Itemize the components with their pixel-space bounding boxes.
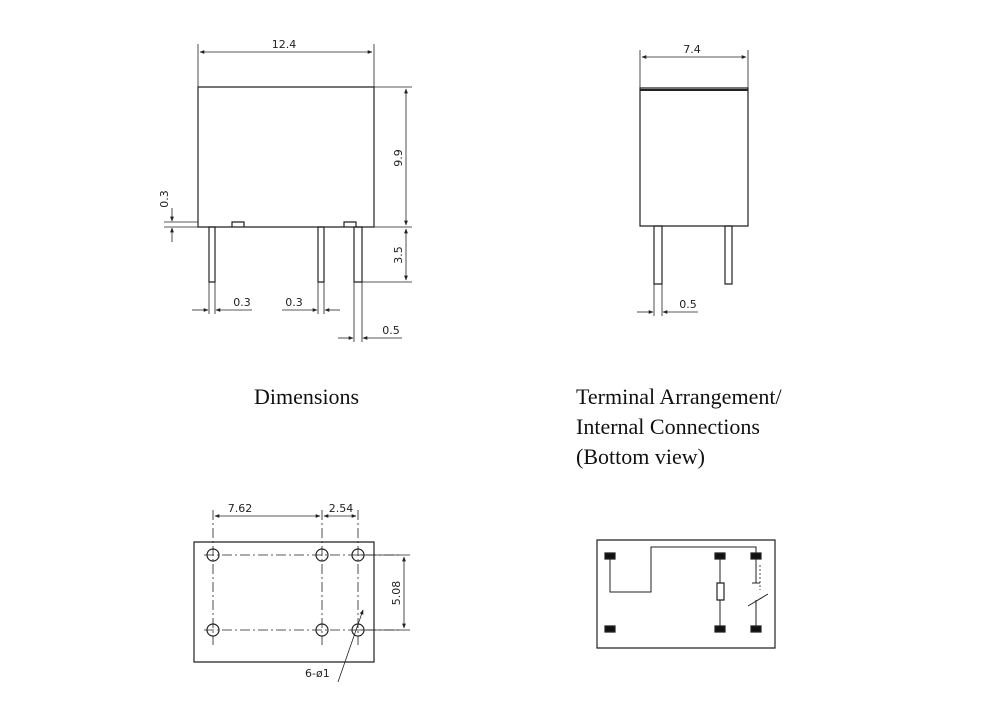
relay-body-front <box>198 87 374 227</box>
hole-note: 6-ø1 <box>305 667 330 680</box>
switch-contact <box>748 594 768 606</box>
dim-pitch-1: 7.62 <box>228 502 253 515</box>
dim-pitch-2: 2.54 <box>329 502 354 515</box>
terminal-pad <box>715 626 725 632</box>
dim-pin-width-3: 0.5 <box>382 324 400 337</box>
body-notch <box>344 222 356 227</box>
front-view <box>164 44 412 342</box>
relay-body-side <box>640 88 748 226</box>
dim-pin-length: 3.5 <box>392 246 405 264</box>
pin <box>209 227 215 282</box>
side-view <box>637 50 748 316</box>
terminal-pad <box>751 553 761 559</box>
dim-height: 9.9 <box>392 149 405 167</box>
pin <box>725 226 732 284</box>
terminal-pad <box>751 626 761 632</box>
dim-width: 12.4 <box>272 38 297 51</box>
pcb-hole <box>207 624 219 636</box>
dim-pin-width-1: 0.3 <box>233 296 251 309</box>
dim-row-spacing: 5.08 <box>390 581 403 606</box>
pcb-outline <box>194 542 374 662</box>
coil <box>717 583 724 600</box>
pin <box>318 227 324 282</box>
dim-side-width: 7.4 <box>683 43 701 56</box>
schematic <box>597 540 775 648</box>
caption-terminal-line1: Terminal Arrangement/ <box>576 384 782 409</box>
pin <box>354 227 362 282</box>
pcb-layout <box>194 510 410 682</box>
caption-terminal-line3: (Bottom view) <box>576 444 705 469</box>
front-view-labels: 12.4 9.9 3.5 0.3 0.3 0.3 0.5 <box>158 38 405 337</box>
pcb-hole <box>316 549 328 561</box>
pcb-labels: 7.62 2.54 5.08 6-ø1 <box>228 502 403 680</box>
common-wire <box>610 547 756 592</box>
schematic-outline <box>597 540 775 648</box>
dim-standoff: 0.3 <box>158 190 171 208</box>
terminal-pad <box>605 626 615 632</box>
pcb-hole <box>316 624 328 636</box>
pcb-hole <box>207 549 219 561</box>
pin <box>654 226 662 284</box>
dim-pin-width-2: 0.3 <box>285 296 303 309</box>
caption-terminal-line2: Internal Connections <box>576 414 760 439</box>
side-view-labels: 7.4 0.5 <box>679 43 701 311</box>
dim-side-pin-width: 0.5 <box>679 298 697 311</box>
body-notch <box>232 222 244 227</box>
terminal-pad <box>715 553 725 559</box>
terminal-pad <box>605 553 615 559</box>
caption-dimensions: Dimensions <box>254 384 360 409</box>
